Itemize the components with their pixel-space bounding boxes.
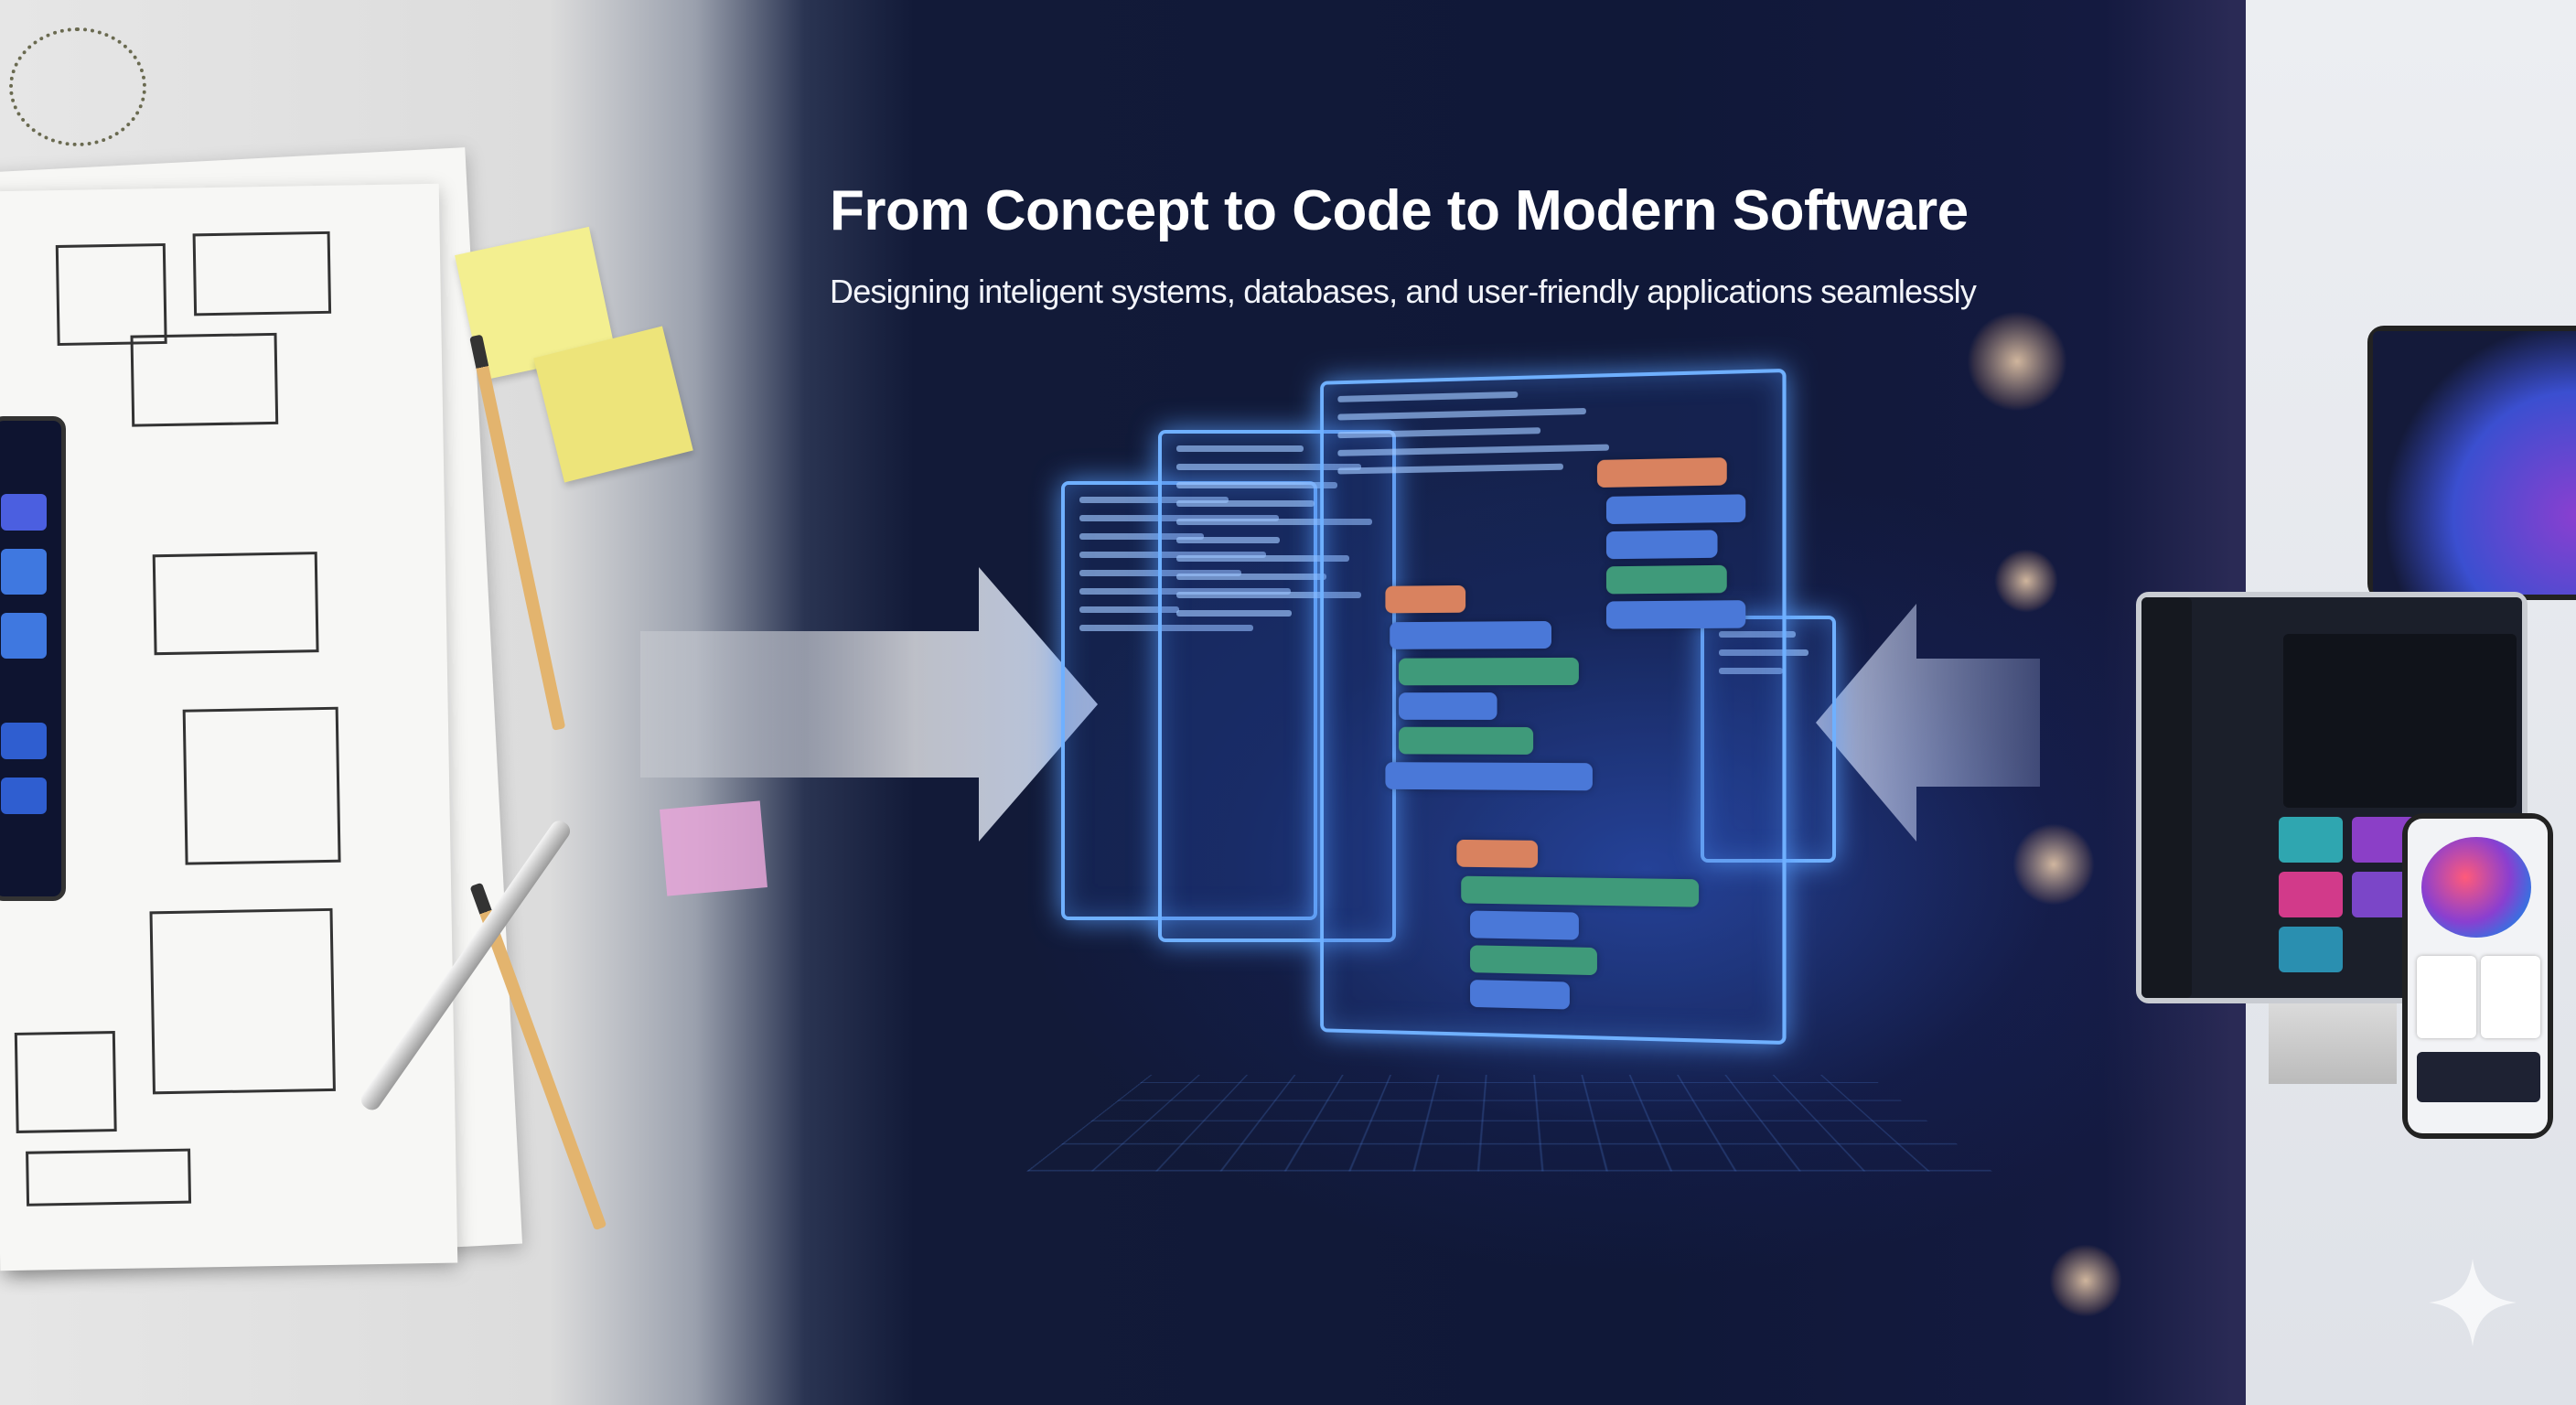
twine: [9, 27, 146, 146]
code-block: [1470, 911, 1579, 940]
banner-subtitle: Designing inteligent systems, databases,…: [830, 273, 1976, 311]
code-block: [1456, 840, 1538, 868]
code-block: [1470, 945, 1597, 975]
bokeh-light: [2012, 823, 2095, 906]
wireframe-box: [150, 908, 336, 1094]
wireframe-box: [153, 552, 319, 655]
bokeh-light: [1967, 311, 2067, 412]
sketch-paper: [0, 184, 457, 1271]
sparkle-icon: [2429, 1259, 2517, 1346]
code-block: [1399, 658, 1579, 685]
code-block: [1385, 585, 1465, 613]
code-block: [1606, 565, 1727, 595]
wireframe-box: [26, 1149, 191, 1207]
bokeh-light: [2049, 1244, 2122, 1317]
wireframe-box: [193, 231, 332, 316]
banner-title: From Concept to Code to Modern Software: [830, 178, 1969, 243]
wireframe-box: [15, 1031, 117, 1133]
code-block: [1461, 876, 1699, 907]
code-block: [1399, 727, 1533, 755]
monitor-stand: [2269, 997, 2397, 1084]
code-block: [1470, 980, 1570, 1010]
code-panel-main: [1320, 369, 1786, 1045]
desktop-monitor: [2367, 326, 2576, 600]
grid-floor: [1026, 1075, 1992, 1172]
code-block: [1597, 457, 1727, 488]
left-arrow-icon: [640, 567, 1116, 860]
wireframe-box: [131, 333, 279, 427]
smartphone: [2402, 813, 2553, 1139]
right-arrow-icon: [1816, 604, 2040, 842]
code-block: [1606, 494, 1745, 524]
code-block: [1399, 692, 1497, 720]
code-block: [1606, 530, 1718, 559]
wireframe-box: [183, 707, 341, 865]
bokeh-light: [1994, 549, 2058, 613]
tablet-left: [0, 416, 66, 901]
code-block: [1390, 621, 1551, 649]
wireframe-box: [56, 243, 167, 346]
code-block: [1606, 600, 1745, 628]
code-block: [1385, 762, 1592, 790]
